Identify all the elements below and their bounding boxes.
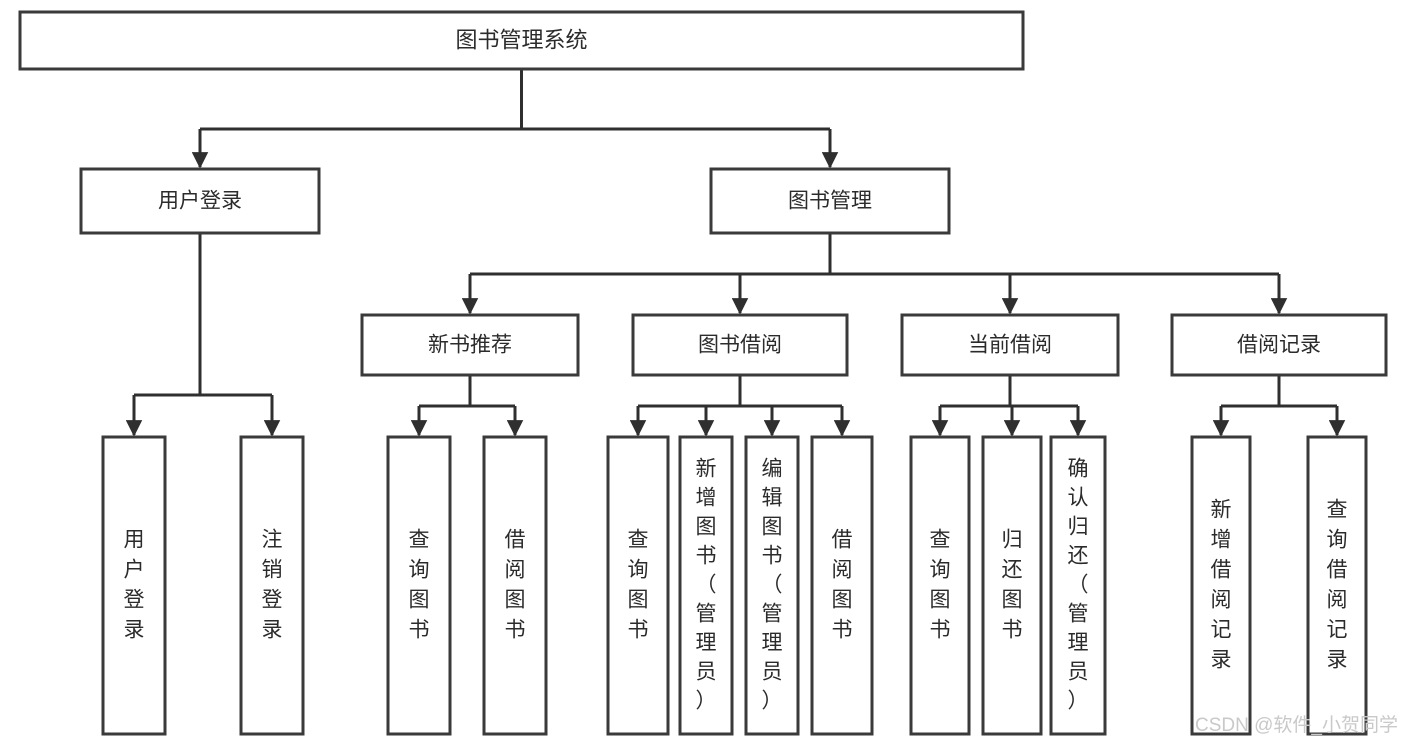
node-leaf-return-book[interactable]: 归还图书 (981, 435, 1043, 736)
node-label-leaf-add-book: 新增图书（管理员） (696, 457, 717, 712)
node-book-borrow[interactable]: 图书借阅 (631, 313, 849, 377)
node-label-user-login: 用户登录 (158, 190, 242, 213)
node-box-user-login (79, 167, 321, 235)
node-label-leaf-borrow-book-rec: 借阅图书 (505, 528, 526, 641)
node-box-leaf-borrow-book (810, 435, 874, 736)
node-box-leaf-borrow-book-rec (482, 435, 548, 736)
node-root[interactable]: 图书管理系统 (18, 10, 1025, 71)
node-leaf-user-login[interactable]: 用户登录 (101, 435, 167, 736)
node-layer: 图书管理系统用户登录图书管理新书推荐图书借阅当前借阅借阅记录用户登录注销登录查询… (18, 10, 1388, 736)
node-leaf-confirm-return[interactable]: 确认归还（管理员） (1049, 435, 1107, 736)
node-box-book-borrow (631, 313, 849, 377)
connector-layer (125, 69, 1346, 437)
node-current-borrow[interactable]: 当前借阅 (900, 313, 1120, 377)
node-box-leaf-add-book (678, 435, 734, 736)
node-leaf-query-book-borrow[interactable]: 查询图书 (606, 435, 670, 736)
node-label-leaf-borrow-book: 借阅图书 (832, 528, 853, 641)
node-leaf-query-record[interactable]: 查询借阅记录 (1306, 435, 1368, 736)
node-leaf-borrow-book-rec[interactable]: 借阅图书 (482, 435, 548, 736)
node-book-manage[interactable]: 图书管理 (709, 167, 951, 235)
node-leaf-query-book-rec[interactable]: 查询图书 (386, 435, 452, 736)
watermark-text: CSDN @软件_小贺同学 (1195, 714, 1398, 736)
node-label-leaf-edit-book: 编辑图书（管理员） (762, 457, 783, 712)
node-label-current-borrow: 当前借阅 (968, 334, 1052, 357)
node-box-current-borrow (900, 313, 1120, 377)
node-borrow-record[interactable]: 借阅记录 (1170, 313, 1388, 377)
node-label-leaf-query-book-borrow: 查询图书 (628, 528, 649, 641)
node-leaf-borrow-book[interactable]: 借阅图书 (810, 435, 874, 736)
node-leaf-query-book-current[interactable]: 查询图书 (909, 435, 971, 736)
node-label-leaf-query-book-rec: 查询图书 (409, 528, 430, 641)
node-box-leaf-query-book-rec (386, 435, 452, 736)
node-box-book-manage (709, 167, 951, 235)
node-box-root (18, 10, 1025, 71)
node-new-book-rec[interactable]: 新书推荐 (360, 313, 580, 377)
node-label-leaf-return-book: 归还图书 (1002, 528, 1023, 641)
node-box-leaf-confirm-return (1049, 435, 1107, 736)
node-leaf-edit-book[interactable]: 编辑图书（管理员） (744, 435, 800, 736)
node-box-leaf-user-login (101, 435, 167, 736)
node-user-login[interactable]: 用户登录 (79, 167, 321, 235)
node-label-new-book-rec: 新书推荐 (428, 334, 512, 357)
node-box-new-book-rec (360, 313, 580, 377)
node-label-book-manage: 图书管理 (788, 190, 872, 213)
node-box-leaf-query-book-borrow (606, 435, 670, 736)
node-leaf-add-record[interactable]: 新增借阅记录 (1190, 435, 1252, 736)
node-box-leaf-user-logout (239, 435, 305, 736)
node-label-leaf-query-record: 查询借阅记录 (1327, 498, 1348, 671)
node-box-leaf-return-book (981, 435, 1043, 736)
node-box-borrow-record (1170, 313, 1388, 377)
node-box-leaf-query-record (1306, 435, 1368, 736)
node-leaf-add-book[interactable]: 新增图书（管理员） (678, 435, 734, 736)
node-label-leaf-query-book-current: 查询图书 (930, 528, 951, 641)
node-label-book-borrow: 图书借阅 (698, 334, 782, 357)
node-label-leaf-add-record: 新增借阅记录 (1211, 498, 1232, 671)
node-label-leaf-confirm-return: 确认归还（管理员） (1068, 457, 1089, 712)
node-box-leaf-query-book-current (909, 435, 971, 736)
node-label-leaf-user-logout: 注销登录 (262, 528, 283, 641)
node-label-leaf-user-login: 用户登录 (124, 528, 145, 641)
node-box-leaf-edit-book (744, 435, 800, 736)
node-box-leaf-add-record (1190, 435, 1252, 736)
node-leaf-user-logout[interactable]: 注销登录 (239, 435, 305, 736)
node-label-root: 图书管理系统 (455, 27, 587, 52)
node-label-borrow-record: 借阅记录 (1237, 334, 1321, 357)
